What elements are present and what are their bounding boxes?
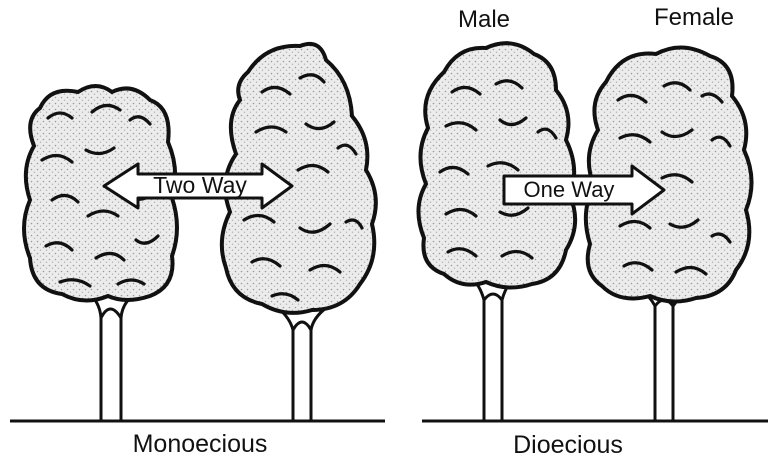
two-way-label: Two Way xyxy=(153,172,247,198)
one-way-label: One Way xyxy=(524,177,615,202)
tree-trunk xyxy=(470,276,516,421)
female-tree xyxy=(586,47,752,421)
monoecious-caption: Monoecious xyxy=(133,430,268,458)
dioecious-caption: Dioecious xyxy=(513,431,623,459)
monoecious-tree-right xyxy=(222,44,376,421)
dioecious-panel: Male Female One Way Dioecious xyxy=(418,4,768,459)
male-tree xyxy=(418,43,575,421)
tree-trunk xyxy=(640,290,690,421)
female-label: Female xyxy=(654,4,734,31)
monoecious-panel: Two Way Monoecious xyxy=(10,44,385,458)
tree-trunk xyxy=(92,296,132,421)
monoecious-tree-left xyxy=(24,86,177,421)
tree-trunk xyxy=(278,308,326,421)
two-way-arrow: Two Way xyxy=(104,164,292,208)
tree-foliage xyxy=(418,43,575,287)
male-label: Male xyxy=(458,6,510,33)
